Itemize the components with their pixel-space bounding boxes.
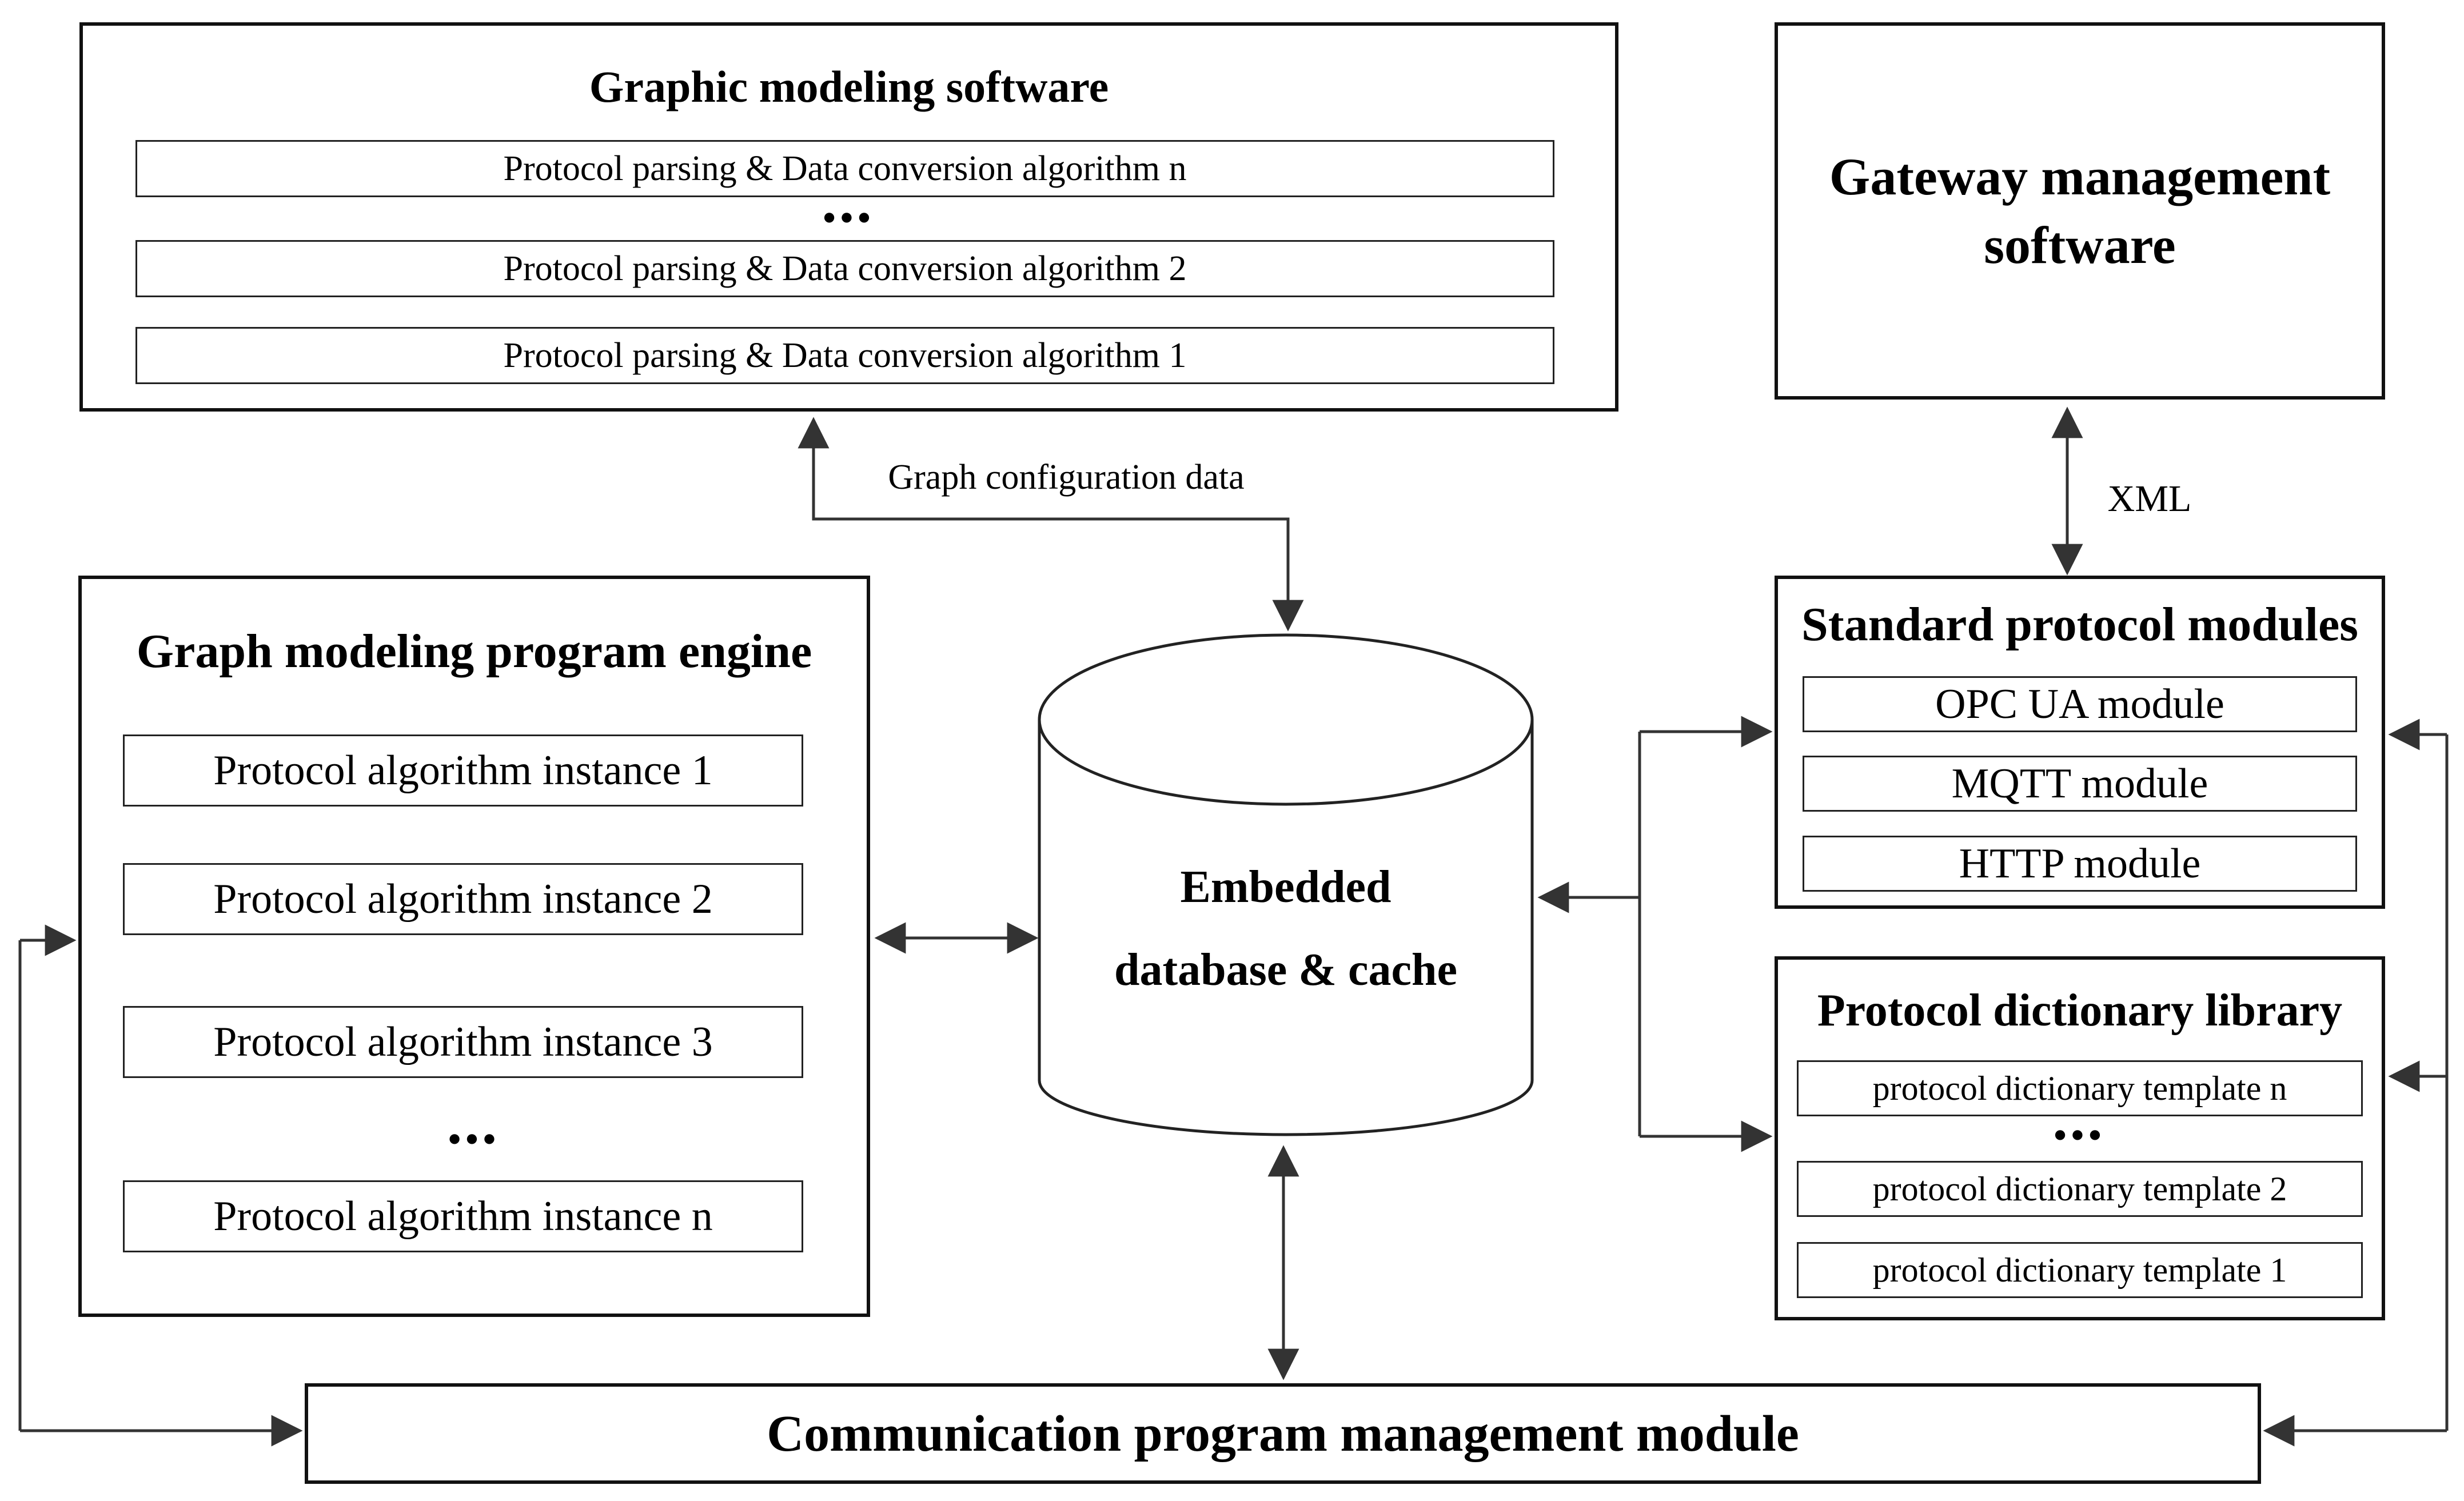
graphic-modeling-ellipsis: ••• (823, 197, 875, 238)
database-title-line2: database & cache (1114, 945, 1457, 995)
database-title: Embedded database & cache (1039, 846, 1532, 1012)
database-title-line1: Embedded (1180, 862, 1392, 912)
dictionary-ellipsis: ••• (2054, 1115, 2106, 1155)
graph-modeling-engine-box: Graph modeling program engine Protocol a… (78, 576, 870, 1317)
mqtt-module-row: MQTT module (1803, 756, 2357, 812)
http-module-row: HTTP module (1803, 836, 2357, 892)
gateway-title-line1: Gateway management (1829, 147, 2331, 206)
comm-module-title: Communication program management module (767, 1405, 1799, 1462)
dictionary-template-row: protocol dictionary template n (1797, 1060, 2363, 1116)
graphic-modeling-title: Graphic modeling software (589, 62, 1109, 111)
protocol-dictionary-library-box: Protocol dictionary library protocol dic… (1775, 956, 2385, 1320)
gateway-title-line2: software (1984, 216, 2176, 274)
xml-label: XML (2107, 478, 2192, 520)
algorithm-instance-row: Protocol algorithm instance n (123, 1180, 803, 1252)
graph-configuration-data-label: Graph configuration data (888, 458, 1245, 497)
algorithm-instance-row: Protocol algorithm instance 2 (123, 863, 803, 935)
algorithm-instance-row: Protocol algorithm instance 1 (123, 734, 803, 807)
opc-ua-module-row: OPC UA module (1803, 676, 2357, 732)
parsing-algorithm-row: Protocol parsing & Data conversion algor… (135, 327, 1554, 384)
standard-protocol-modules-box: Standard protocol modules OPC UA module … (1775, 576, 2385, 909)
communication-program-management-module-bar: Communication program management module (305, 1383, 2261, 1484)
engine-ellipsis: ••• (448, 1119, 501, 1159)
parsing-algorithm-row: Protocol parsing & Data conversion algor… (135, 240, 1554, 297)
standard-modules-title: Standard protocol modules (1801, 598, 2358, 651)
graphic-modeling-software-box: Graphic modeling software Protocol parsi… (79, 22, 1618, 412)
dictionary-template-row: protocol dictionary template 2 (1797, 1161, 2363, 1217)
database-cylinder (1038, 633, 1534, 1136)
gateway-management-software-box: Gateway management software (1775, 22, 2385, 400)
dictionary-title: Protocol dictionary library (1817, 985, 2343, 1036)
engine-title: Graph modeling program engine (136, 625, 812, 678)
algorithm-instance-row: Protocol algorithm instance 3 (123, 1006, 803, 1078)
dictionary-template-row: protocol dictionary template 1 (1797, 1242, 2363, 1298)
wire-graph-config-down-arrow (814, 517, 1304, 632)
parsing-algorithm-row: Protocol parsing & Data conversion algor… (135, 140, 1554, 197)
